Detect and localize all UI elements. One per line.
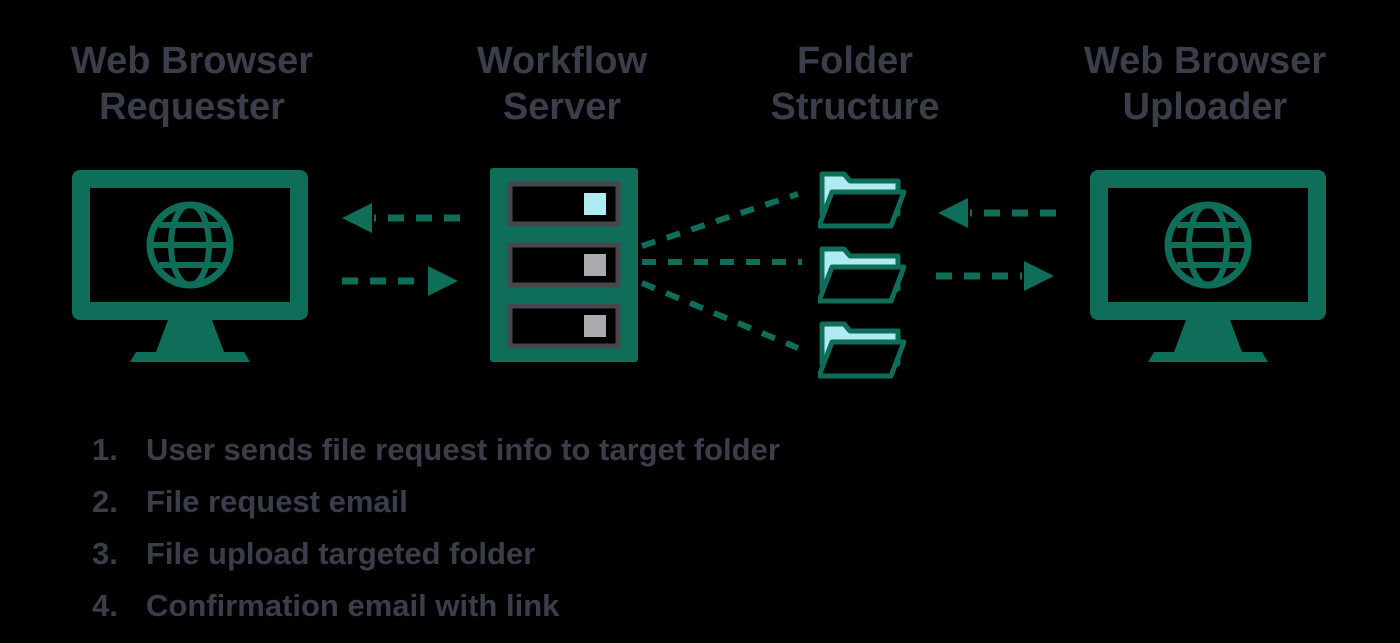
server-folder-link-lines	[640, 191, 802, 351]
heading-web-browser-requester: Web Browser Requester	[32, 38, 352, 130]
heading-line-2: Requester	[99, 86, 285, 128]
monitor-stand	[156, 320, 224, 352]
open-folder-icon	[818, 246, 906, 304]
globe-icon	[1164, 201, 1252, 289]
heading-workflow-server: Workflow Server	[422, 38, 702, 130]
folder-front	[818, 264, 906, 304]
step-number: 1.	[92, 432, 118, 467]
server-light-gray	[584, 315, 606, 337]
heading-line-2: Uploader	[1122, 86, 1288, 128]
arrow-requester-to-server	[342, 266, 458, 296]
arrow-server-to-requester	[342, 203, 460, 233]
step-item-4: 4. Confirmation email with link	[92, 580, 780, 632]
globe-icon	[146, 201, 234, 289]
monitor-globe-icon	[1090, 170, 1326, 362]
step-text: File request email	[146, 484, 408, 519]
step-number: 3.	[92, 536, 118, 571]
server-light-gray	[584, 254, 606, 276]
server-slots	[507, 181, 621, 349]
heading-line-2: Server	[502, 86, 622, 128]
heading-line-1: Workflow	[476, 40, 648, 82]
step-text: User sends file request info to target f…	[146, 432, 780, 467]
heading-line-1: Folder	[796, 40, 914, 82]
heading-line-2: Structure	[770, 86, 940, 128]
arrow-uploader-to-folders	[938, 198, 1056, 228]
step-item-1: 1. User sends file request info to targe…	[92, 424, 780, 476]
monitor-base	[130, 352, 250, 362]
step-number: 4.	[92, 588, 118, 623]
monitor-globe-icon	[72, 170, 308, 362]
heading-line-1: Web Browser	[70, 40, 314, 82]
arrow-folders-to-uploader	[936, 261, 1054, 291]
monitor-base	[1148, 352, 1268, 362]
open-folder-icon	[818, 171, 906, 229]
step-text: File upload targeted folder	[146, 536, 536, 571]
server-light-cyan	[584, 193, 606, 215]
step-item-2: 2. File request email	[92, 476, 780, 528]
step-text: Confirmation email with link	[146, 588, 560, 623]
step-item-3: 3. File upload targeted folder	[92, 528, 780, 580]
server-rack-icon	[490, 168, 638, 362]
monitor-stand	[1174, 320, 1242, 352]
heading-web-browser-uploader: Web Browser Uploader	[1045, 38, 1365, 130]
heading-line-1: Web Browser	[1083, 40, 1327, 82]
step-number: 2.	[92, 484, 118, 519]
folder-front	[818, 189, 906, 229]
folder-front	[818, 339, 906, 379]
open-folder-icon	[818, 321, 906, 379]
process-steps-list: 1. User sends file request info to targe…	[92, 424, 780, 632]
heading-folder-structure: Folder Structure	[725, 38, 985, 130]
